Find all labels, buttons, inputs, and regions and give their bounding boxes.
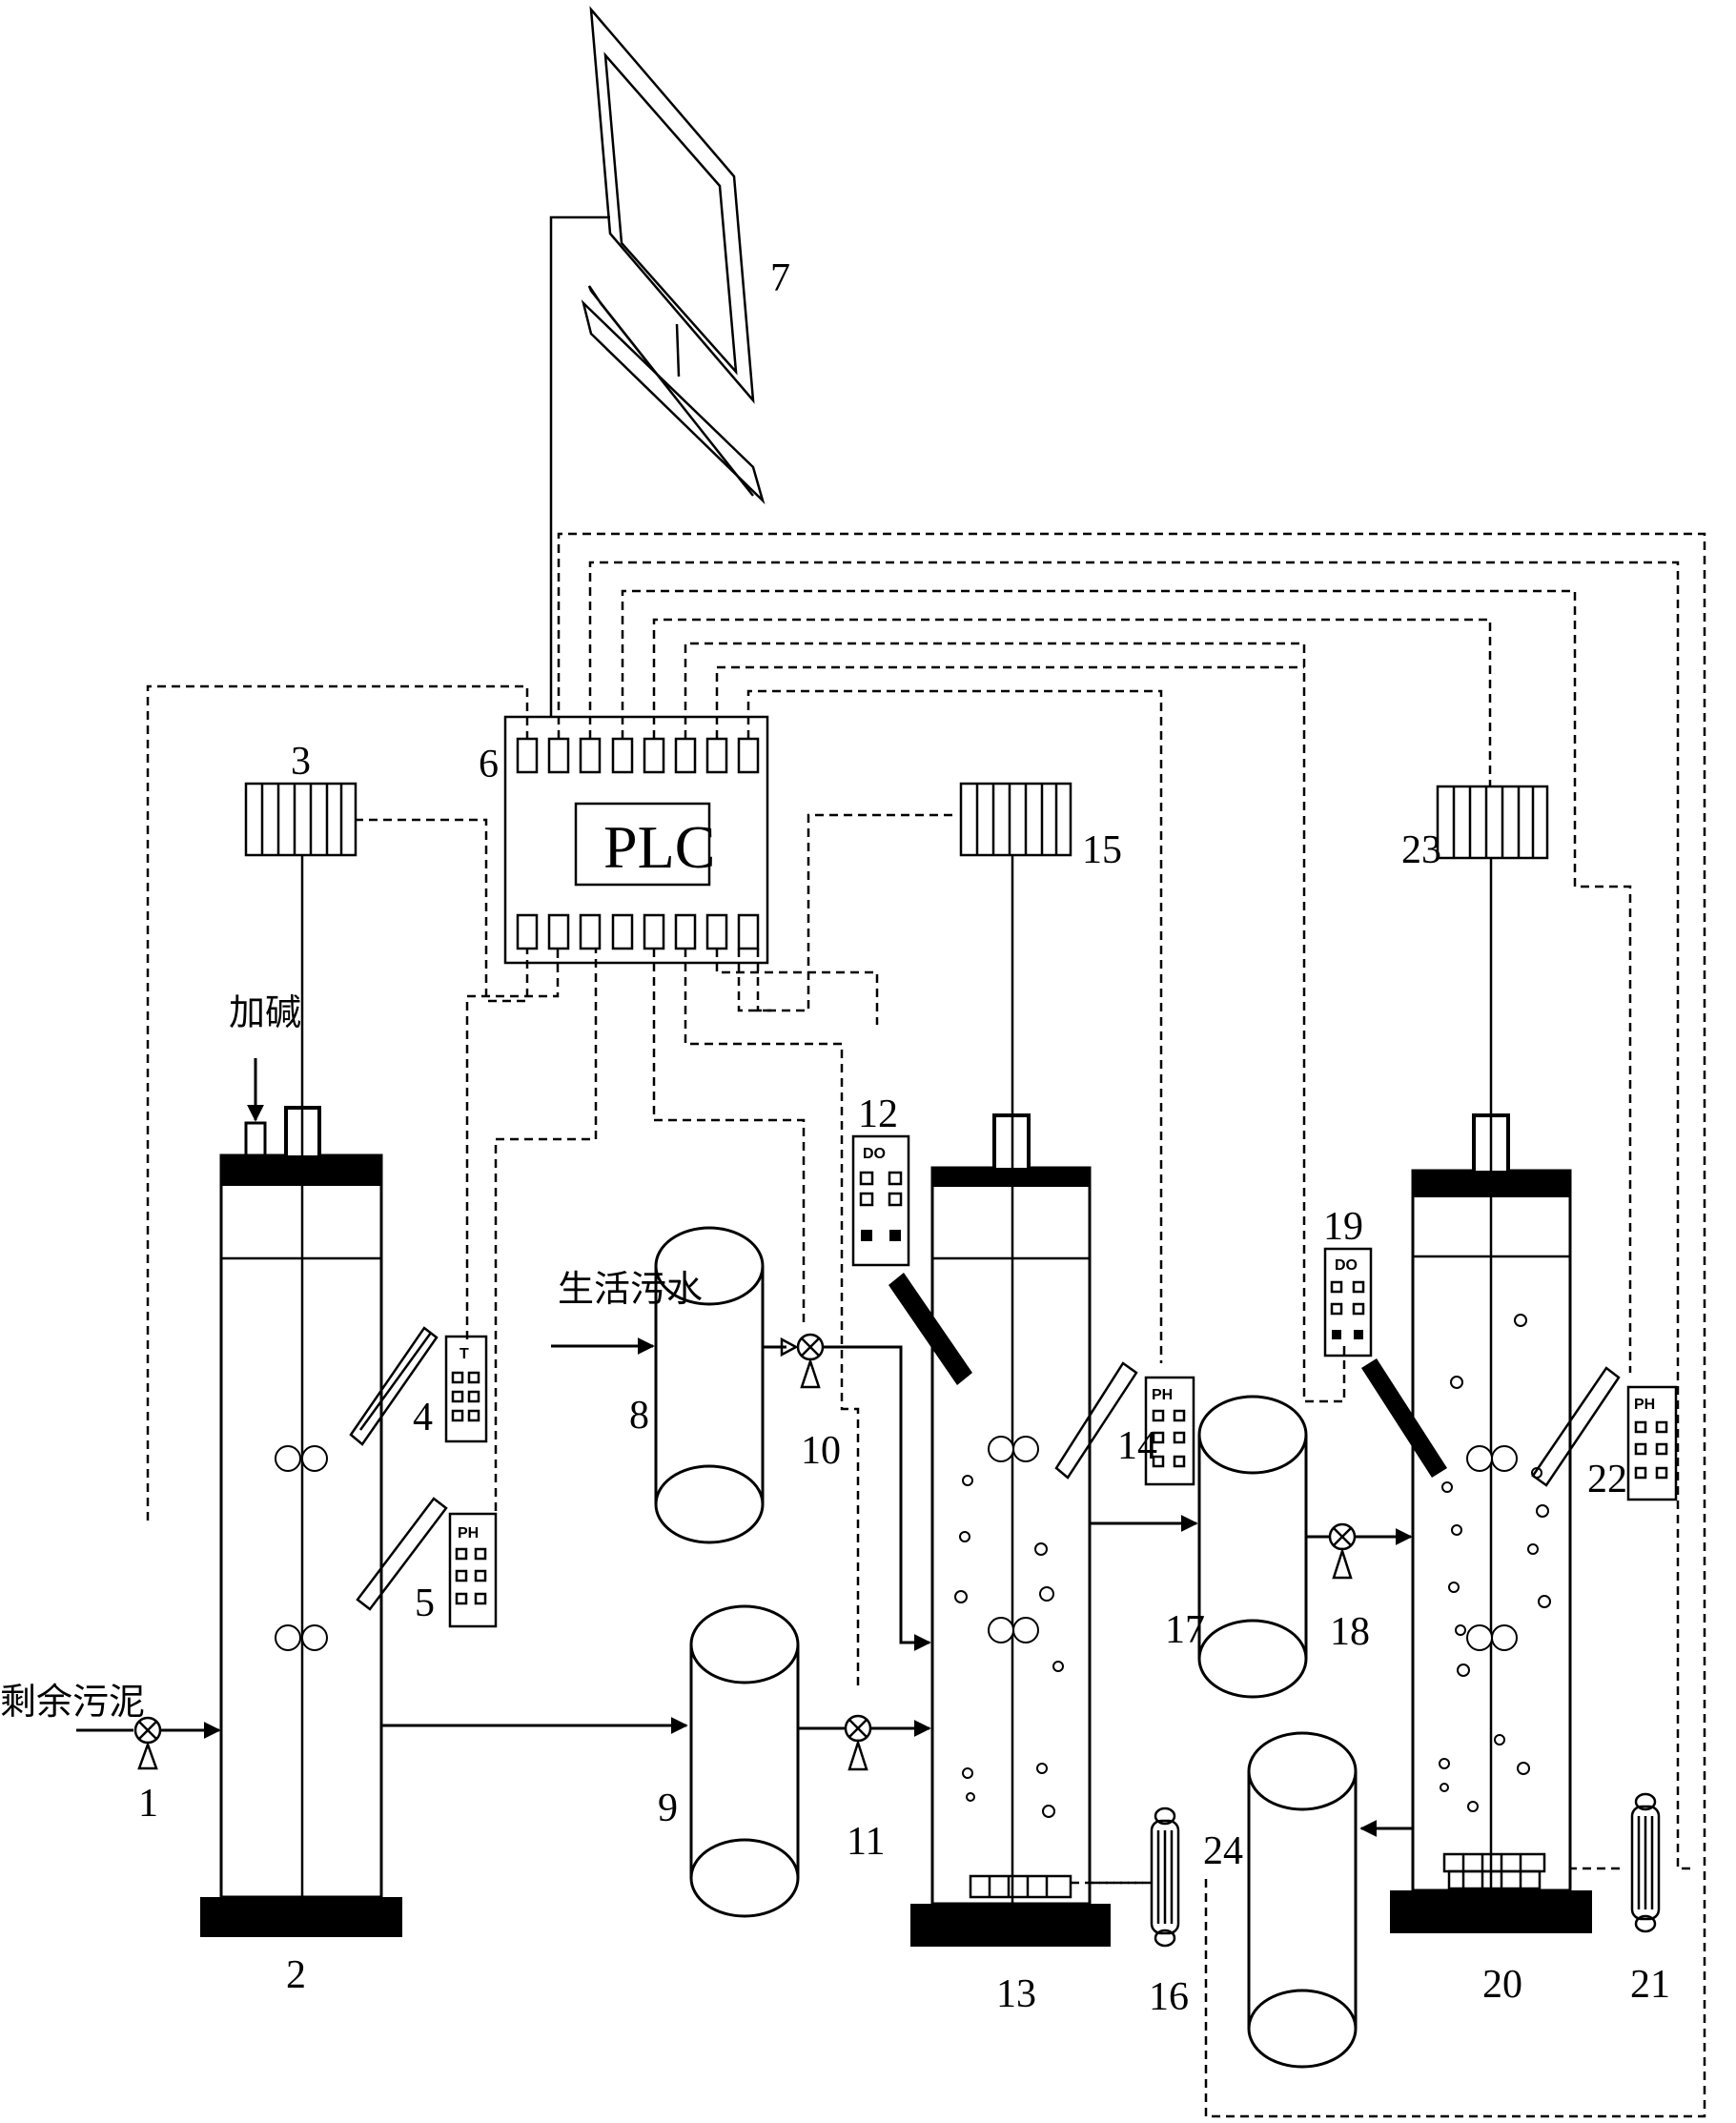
valve-10 [780,1333,825,1389]
reactor-20 [1390,858,1592,1933]
valve-18 [1328,1522,1357,1580]
stirrer-motor-3 [244,782,357,857]
do-meter-12 [851,1134,972,1385]
label-2: 2 [286,1953,306,1997]
label-6: 6 [479,743,499,786]
tank-24 [1247,1731,1358,2069]
meter-4-label: T [460,1346,469,1362]
label-12: 12 [858,1092,898,1136]
excess-sludge-label: 剩余污泥 [0,1681,145,1723]
meter-12-label: DO [863,1146,886,1162]
label-24: 24 [1203,1829,1243,1873]
temperature-meter-4 [349,1326,488,1446]
reactor-13 [910,855,1111,1947]
label-10: 10 [801,1429,841,1473]
label-21: 21 [1630,1963,1670,2007]
label-17: 17 [1165,1608,1205,1652]
label-11: 11 [847,1820,885,1864]
meter-22-label: PH [1634,1397,1655,1413]
tank-8 [654,1226,765,1544]
heater-21 [1630,1792,1661,1933]
label-13: 13 [996,1972,1036,2016]
tank-17 [1197,1395,1308,1699]
ph-meter-14 [1054,1361,1195,1486]
label-23: 23 [1401,828,1441,872]
add-alkali-label: 加碱 [229,991,301,1033]
label-3: 3 [291,740,311,784]
valve-11 [844,1714,872,1771]
stirrer-motor-23 [1436,785,1549,860]
tank-9 [689,1604,800,1918]
label-16: 16 [1149,1975,1189,2019]
ph-meter-5 [356,1497,498,1628]
label-18: 18 [1330,1610,1370,1654]
label-19: 19 [1323,1205,1363,1249]
heater-16 [1150,1807,1180,1948]
domestic-sewage-label: 生活污水 [558,1268,703,1310]
valve-1 [133,1716,162,1770]
ph-meter-22 [1531,1366,1678,1501]
label-20: 20 [1482,1963,1522,2007]
label-5: 5 [415,1582,435,1625]
plc-label: PLC [603,813,715,881]
label-15: 15 [1082,828,1122,872]
label-9: 9 [658,1786,678,1830]
stirrer-motor-15 [959,782,1072,857]
label-1: 1 [138,1782,158,1826]
reactor-2 [200,855,402,1937]
label-4: 4 [413,1396,433,1439]
label-14: 14 [1117,1424,1157,1468]
do-meter-19 [1323,1247,1447,1478]
label-22: 22 [1587,1458,1627,1501]
meter-19-label: DO [1335,1257,1358,1274]
meter-14-label: PH [1152,1387,1173,1403]
computer [549,6,766,717]
meter-5-label: PH [458,1525,479,1541]
label-8: 8 [629,1394,649,1438]
signal-lines [146,532,1706,2118]
label-7: 7 [770,256,790,300]
